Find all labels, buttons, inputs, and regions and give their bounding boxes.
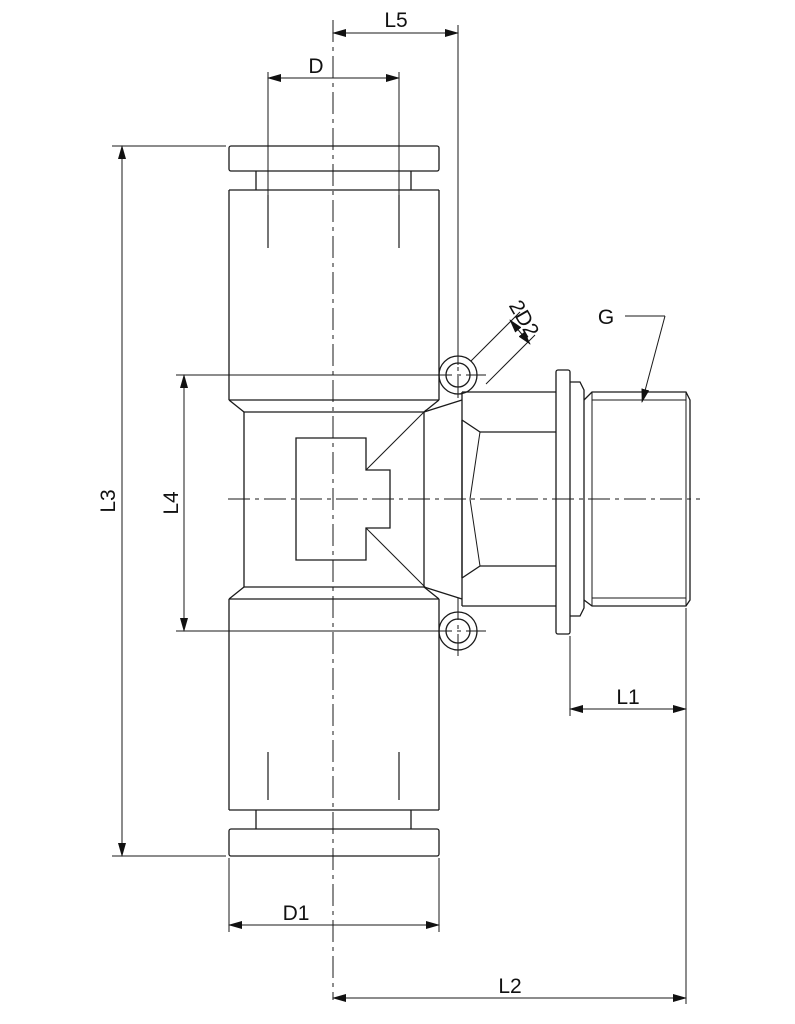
label-l1: L1 [616,686,639,709]
label-l5: L5 [384,9,407,32]
dimension-l4: L4 [160,374,440,632]
top-branch [228,145,440,413]
dimension-d: D [267,55,400,195]
label-d: D [308,55,323,78]
dimension-l2: L2 [332,975,687,1002]
center-lines [228,20,700,1000]
label-l2: L2 [498,975,521,998]
bottom-branch [228,586,440,857]
dimension-l5: L5 [332,9,459,365]
label-l4: L4 [160,491,183,515]
dimension-2d2: 2D2 [470,296,543,385]
leader-g: G [598,306,666,403]
tee-body [243,391,556,607]
label-2d2: 2D2 [504,296,543,341]
label-l3: L3 [97,489,120,512]
dimension-d1: D1 [228,858,440,932]
thread-end [555,369,691,635]
label-g: G [598,306,614,329]
label-d1: D1 [283,902,310,925]
dimension-l3: L3 [97,145,226,857]
dimension-l1: L1 [569,608,687,1004]
